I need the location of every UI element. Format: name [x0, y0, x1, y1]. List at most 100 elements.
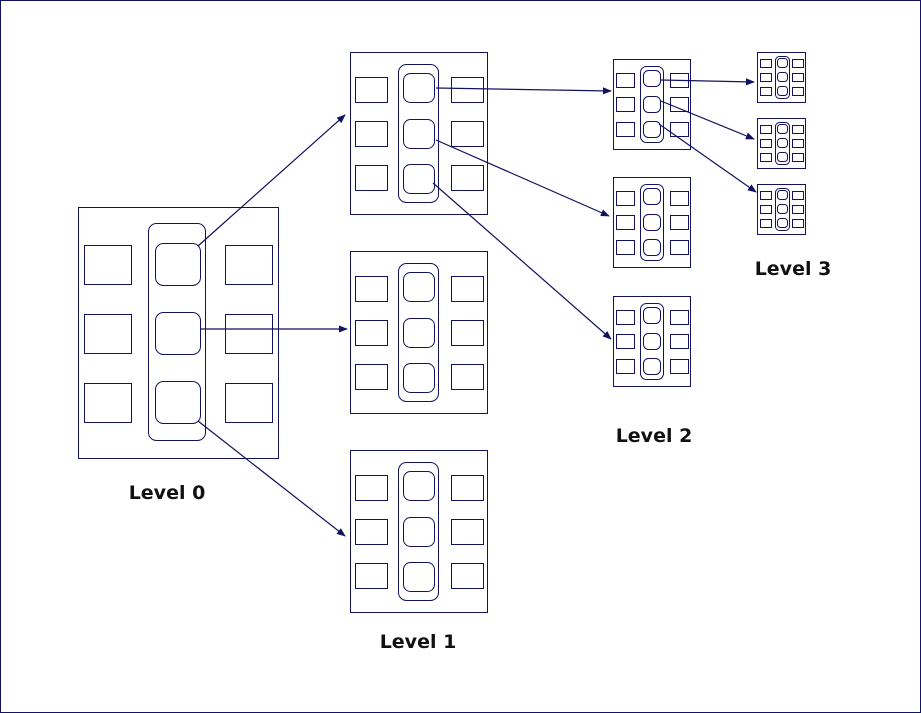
- center-cell-2: [643, 333, 661, 350]
- center-cell-1: [403, 73, 435, 103]
- left-square-2: [355, 320, 388, 346]
- arrow-level0-to-level1-bottom: [197, 420, 346, 537]
- arrow-layer: [197, 78, 757, 537]
- center-cell-2: [403, 119, 435, 149]
- left-square-1: [760, 125, 772, 134]
- center-cell-1: [155, 243, 201, 286]
- left-square-1: [355, 77, 388, 103]
- level-1-node-middle: [350, 251, 488, 414]
- left-square-1: [616, 191, 635, 206]
- center-cell-3: [643, 121, 661, 138]
- left-square-3: [355, 563, 388, 589]
- left-square-1: [355, 475, 388, 501]
- right-square-3: [451, 364, 484, 390]
- right-square-2: [451, 519, 484, 545]
- right-square-2: [670, 97, 689, 112]
- left-square-3: [355, 165, 388, 191]
- left-square-1: [355, 276, 388, 302]
- level-2-node-top: [613, 59, 691, 150]
- center-cell-1: [777, 58, 788, 68]
- right-square-1: [792, 191, 804, 200]
- center-cell-3: [643, 358, 661, 375]
- right-square-2: [451, 320, 484, 346]
- center-cell-3: [777, 218, 788, 228]
- arrow-level2-to-level3-bottom: [658, 123, 757, 193]
- center-cell-3: [777, 152, 788, 162]
- center-cell-3: [777, 86, 788, 96]
- center-cell-2: [643, 96, 661, 113]
- right-square-1: [451, 77, 484, 103]
- center-cell-2: [777, 204, 788, 214]
- level-3-node-bottom: [757, 184, 806, 235]
- center-cell-1: [643, 70, 661, 87]
- right-square-1: [225, 245, 273, 285]
- arrow-level2-to-level3-top: [660, 78, 755, 86]
- center-cell-1: [777, 124, 788, 134]
- left-square-1: [616, 73, 635, 88]
- left-square-3: [616, 240, 635, 255]
- right-square-3: [451, 165, 484, 191]
- right-square-2: [792, 205, 804, 214]
- level-3-label: Level 3: [755, 258, 832, 280]
- right-square-2: [670, 215, 689, 230]
- left-square-1: [760, 59, 772, 68]
- right-square-1: [670, 310, 689, 325]
- left-square-3: [355, 364, 388, 390]
- arrow-level2-to-level3-middle: [660, 100, 755, 140]
- right-square-3: [670, 240, 689, 255]
- left-square-3: [616, 122, 635, 137]
- left-square-3: [760, 219, 772, 228]
- right-square-1: [451, 475, 484, 501]
- right-square-2: [792, 73, 804, 82]
- center-cell-1: [403, 471, 435, 501]
- left-square-2: [760, 73, 772, 82]
- right-square-3: [792, 219, 804, 228]
- level-0-node: [78, 207, 279, 459]
- level-1-label: Level 1: [380, 631, 457, 653]
- center-cell-3: [155, 381, 201, 424]
- level-2-node-middle: [613, 177, 691, 268]
- left-square-1: [616, 310, 635, 325]
- right-square-3: [225, 383, 273, 423]
- level-1-node-bottom: [350, 450, 488, 613]
- left-square-2: [760, 205, 772, 214]
- right-square-2: [225, 314, 273, 354]
- right-square-1: [792, 125, 804, 134]
- right-square-1: [792, 59, 804, 68]
- level-1-node-top: [350, 52, 488, 215]
- node-layer: [78, 52, 806, 613]
- level-3-node-top: [757, 52, 806, 103]
- right-square-2: [792, 139, 804, 148]
- left-square-2: [355, 519, 388, 545]
- left-square-3: [760, 153, 772, 162]
- center-cell-1: [643, 307, 661, 324]
- left-square-2: [355, 121, 388, 147]
- center-cell-2: [777, 138, 788, 148]
- left-square-1: [84, 245, 132, 285]
- right-square-3: [451, 563, 484, 589]
- left-square-2: [84, 314, 132, 354]
- right-square-2: [670, 334, 689, 349]
- level-3-node-middle: [757, 118, 806, 169]
- right-square-3: [670, 122, 689, 137]
- center-cell-1: [777, 190, 788, 200]
- right-square-3: [792, 87, 804, 96]
- level-2-node-bottom: [613, 296, 691, 387]
- left-square-2: [616, 215, 635, 230]
- center-cell-2: [403, 318, 435, 348]
- left-square-3: [760, 87, 772, 96]
- level-0-label: Level 0: [129, 482, 206, 504]
- center-cell-3: [403, 363, 435, 393]
- left-square-2: [616, 97, 635, 112]
- center-cell-3: [643, 239, 661, 256]
- center-cell-2: [777, 72, 788, 82]
- level-2-label: Level 2: [616, 425, 693, 447]
- center-cell-2: [403, 517, 435, 547]
- left-square-2: [616, 334, 635, 349]
- left-square-3: [84, 383, 132, 423]
- right-square-3: [670, 359, 689, 374]
- center-cell-2: [643, 214, 661, 231]
- arrow-level0-to-level1-top: [197, 114, 346, 247]
- arrow-level1-to-level2-middle: [435, 139, 610, 217]
